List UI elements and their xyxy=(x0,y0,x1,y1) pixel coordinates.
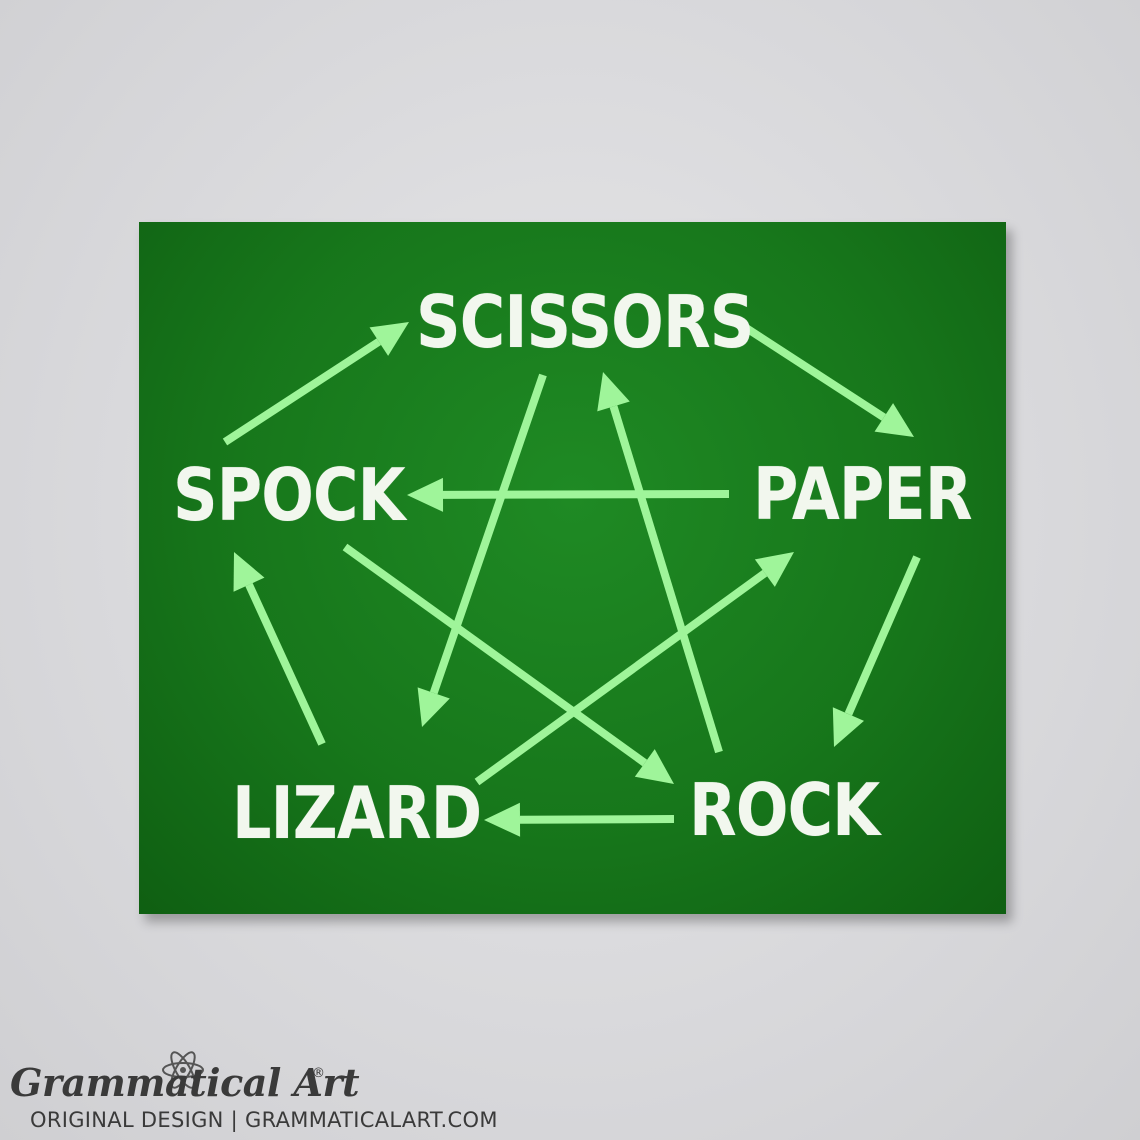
registered-mark: ® xyxy=(312,1066,325,1081)
arrow-rock-to-lizard xyxy=(484,802,675,837)
arrow-lizard-to-spock xyxy=(233,552,326,746)
arrow-shaft xyxy=(222,338,382,446)
node-scissors-label: SCISSORS xyxy=(416,280,754,364)
arrow-scissors-to-paper xyxy=(734,318,914,437)
arrow-head xyxy=(233,552,265,592)
arrow-head xyxy=(754,552,794,587)
arrow-head xyxy=(874,403,914,437)
arrow-shaft xyxy=(245,583,326,746)
node-rock-label: ROCK xyxy=(689,768,880,852)
arrow-spock-to-scissors xyxy=(222,322,409,446)
arrow-scissors-to-lizard xyxy=(417,373,547,727)
arrow-head xyxy=(407,477,444,512)
node-paper-label: PAPER xyxy=(753,452,973,536)
watermark-logo: Grammatical Art ® ORIGINAL DESIGN | GRAM… xyxy=(10,1051,610,1138)
arrow-head xyxy=(484,802,521,837)
arrow-shaft xyxy=(844,555,921,716)
arrow-shaft xyxy=(442,490,730,499)
arrow-rock-to-scissors xyxy=(597,372,723,754)
arrows-layer xyxy=(222,318,921,837)
arrow-shaft xyxy=(519,815,675,824)
arrow-shaft xyxy=(609,405,723,754)
arrow-lizard-to-paper xyxy=(474,552,794,786)
poster: SCISSORS PAPER ROCK LIZARD SPOCK xyxy=(139,222,1006,914)
arrow-shaft xyxy=(734,318,886,421)
arrow-head xyxy=(597,372,630,412)
arrow-paper-to-rock xyxy=(832,555,921,747)
arrow-head xyxy=(634,749,674,784)
node-spock-label: SPOCK xyxy=(173,453,406,537)
node-lizard-label: LIZARD xyxy=(232,771,482,855)
tagline: ORIGINAL DESIGN | GRAMMATICALART.COM xyxy=(30,1108,498,1132)
arrow-shaft xyxy=(342,543,648,767)
arrow-head xyxy=(832,707,864,747)
arrow-paper-to-spock xyxy=(407,477,730,512)
arrow-shaft xyxy=(474,569,768,786)
arrow-spock-to-rock xyxy=(342,543,674,784)
arrow-shaft xyxy=(429,373,547,695)
brand-name: Grammatical Art xyxy=(10,1060,360,1105)
atom-icon xyxy=(162,1051,204,1089)
arrow-head xyxy=(417,687,450,727)
arrow-head xyxy=(369,322,409,356)
